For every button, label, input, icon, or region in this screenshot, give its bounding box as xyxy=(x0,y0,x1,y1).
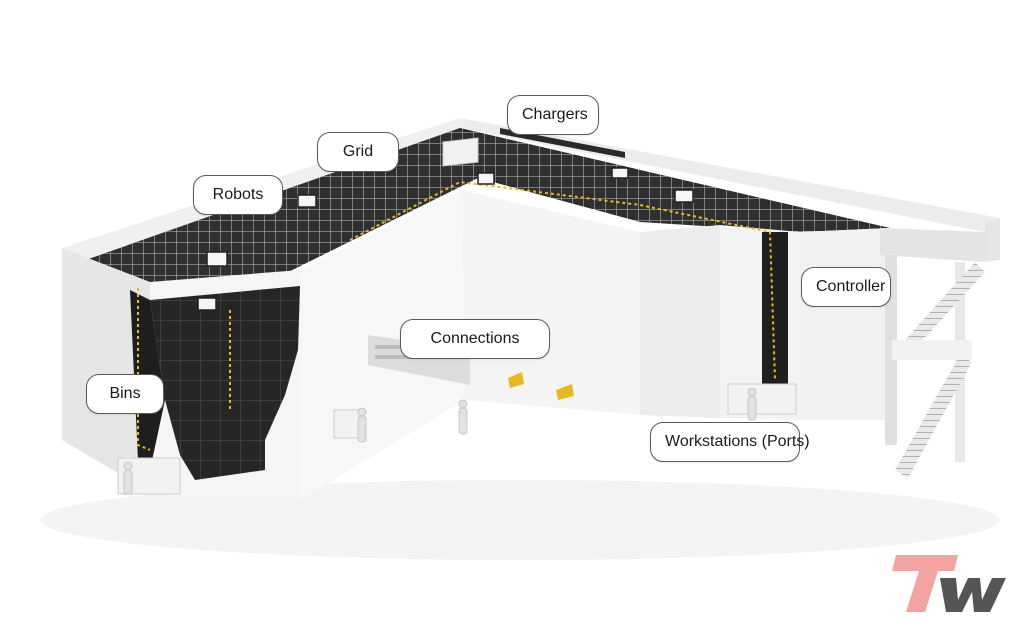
center-wall-right xyxy=(462,190,640,415)
connections-label: Connections xyxy=(400,319,550,359)
port-workstation xyxy=(727,383,797,415)
staircase-upper xyxy=(905,262,985,345)
rooftop-box xyxy=(442,137,479,167)
grid-top xyxy=(80,128,890,296)
robot-path-grid xyxy=(349,180,776,381)
robot-units xyxy=(197,167,694,311)
floor-shadow xyxy=(40,480,1000,560)
logo-letter-t xyxy=(892,555,958,612)
bin-stack xyxy=(150,286,300,480)
bins-label: Bins xyxy=(86,374,164,414)
left-wall-side xyxy=(62,248,150,492)
controller-deck xyxy=(880,228,985,262)
robots-label: Robots xyxy=(193,175,283,215)
controller-label: Controller xyxy=(801,267,891,307)
logo-letter-w xyxy=(940,578,1006,612)
port-shaft xyxy=(762,232,788,392)
staircase-lower xyxy=(895,355,972,478)
connection-port-2 xyxy=(556,384,574,400)
controller-building xyxy=(800,228,890,420)
workstations-label: Workstations (Ports) xyxy=(650,422,810,462)
chargers-label: Chargers xyxy=(507,95,599,135)
charger-strip xyxy=(500,128,625,158)
grid-label: Grid xyxy=(317,132,399,172)
connection-port-1 xyxy=(508,372,524,388)
tw-logo xyxy=(892,555,1006,612)
people xyxy=(123,387,757,495)
robot-path-bins xyxy=(137,288,151,451)
